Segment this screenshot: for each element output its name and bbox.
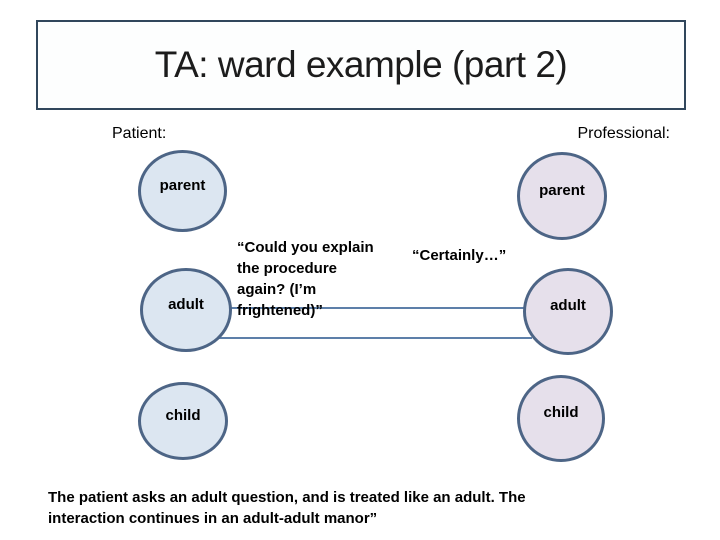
professional-heading: Professional: xyxy=(577,125,671,142)
patient-child-circle: child xyxy=(138,382,228,460)
professional-parent-label: parent xyxy=(539,181,585,199)
title-box: TA: ward example (part 2) xyxy=(36,20,686,110)
patient-child-label: child xyxy=(165,406,201,424)
patient-adult-circle: adult xyxy=(140,268,232,352)
professional-quote: “Certainly…” xyxy=(412,247,507,264)
adult-adult-connector-top xyxy=(224,307,526,309)
professional-adult-label: adult xyxy=(550,297,586,314)
patient-adult-label: adult xyxy=(168,295,204,313)
patient-heading: Patient: xyxy=(112,125,167,142)
professional-adult-circle: adult xyxy=(523,268,613,355)
patient-parent-label: parent xyxy=(159,176,206,194)
adult-adult-connector-bottom xyxy=(216,337,532,339)
professional-parent-circle: parent xyxy=(517,152,607,240)
patient-quote: “Could you explain the procedure again? … xyxy=(237,239,374,319)
professional-child-circle: child xyxy=(517,375,605,462)
caption-text: The patient asks an adult question, and … xyxy=(48,489,526,527)
professional-child-label: child xyxy=(543,404,579,421)
page-title: TA: ward example (part 2) xyxy=(154,44,568,85)
patient-parent-circle: parent xyxy=(138,150,227,232)
